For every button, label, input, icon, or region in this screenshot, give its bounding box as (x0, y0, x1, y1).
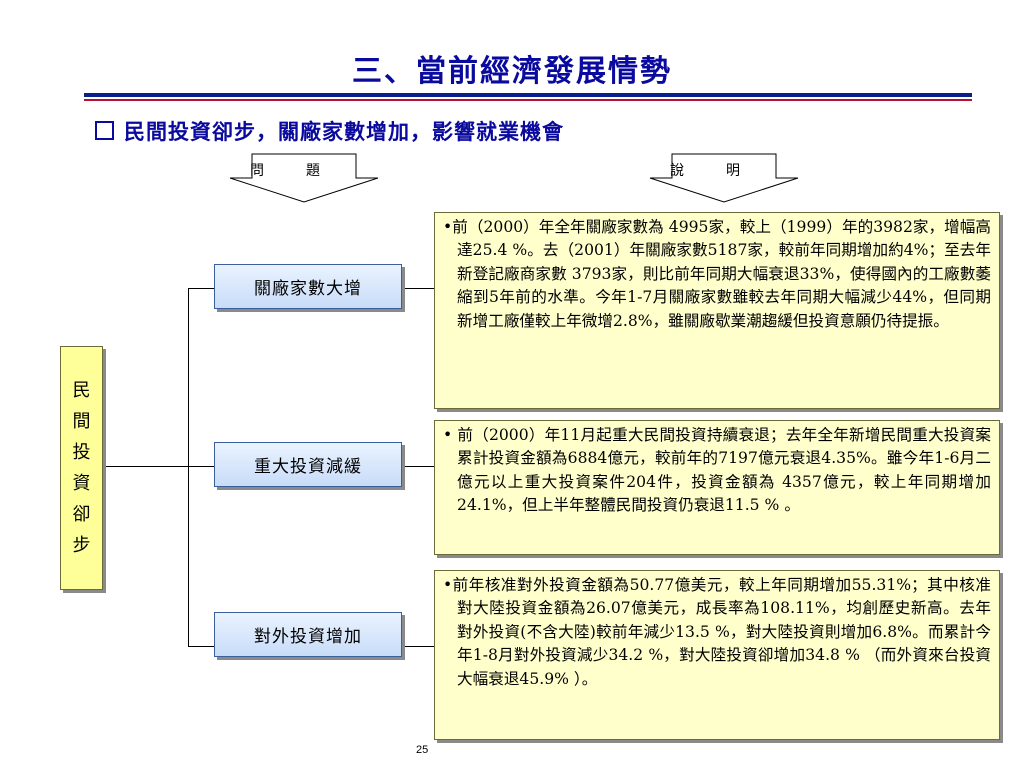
title-rule-thick (84, 93, 972, 97)
category-box-major-investment: 重大投資減緩 (214, 442, 402, 487)
description-box-outward-investment: •前年核准對外投資金額為50.77億美元，較上年同期增加55.31%；其中核准對… (434, 570, 1000, 740)
category-box-outward-investment: 對外投資增加 (214, 612, 402, 657)
checkbox-bullet-icon (95, 121, 114, 140)
side-label-box: 民 間 投 資 卻 步 (60, 346, 103, 590)
arrow-down-icon-explanation (649, 153, 799, 203)
connector-line (188, 288, 214, 289)
connector-line (402, 466, 434, 467)
title-rule-thin (84, 99, 972, 101)
description-text: • 前（2000）年11月起重大民間投資持續衰退；去年全年新增民間重大投資案累計… (443, 426, 991, 515)
connector-line (402, 288, 434, 289)
description-text: •前（2000）年全年關廠家數為 4995家，較上（1999）年的3982家，增… (443, 218, 991, 330)
side-label-char: 步 (72, 535, 91, 556)
description-box-major-investment: • 前（2000）年11月起重大民間投資持續衰退；去年全年新增民間重大投資案累計… (434, 420, 1000, 555)
arrow-label-explanation: 說 明 (670, 163, 740, 179)
connector-line (402, 646, 434, 647)
slide-subtitle: 民間投資卻步，關廠家數增加，影響就業機會 (95, 116, 564, 146)
side-label-char: 投 (72, 442, 91, 463)
side-label-char: 民 (72, 380, 91, 401)
subtitle-text: 民間投資卻步，關廠家數增加，影響就業機會 (124, 119, 564, 144)
connector-line (188, 288, 189, 647)
connector-line (188, 466, 214, 467)
connector-line (188, 646, 214, 647)
arrow-down-icon-problem (229, 153, 379, 203)
side-label-char: 間 (72, 411, 91, 432)
connector-line (103, 466, 189, 467)
page-number: 25 (416, 744, 429, 756)
side-label-char: 卻 (72, 504, 91, 525)
slide-title: 三、當前經濟發展情勢 (352, 54, 672, 89)
category-box-plant-closures: 關廠家數大增 (214, 264, 402, 309)
arrow-label-problem: 問 題 (250, 163, 320, 179)
description-box-plant-closures: •前（2000）年全年關廠家數為 4995家，較上（1999）年的3982家，增… (434, 212, 1000, 409)
side-label-char: 資 (72, 473, 91, 494)
description-text: •前年核准對外投資金額為50.77億美元，較上年同期增加55.31%；其中核准對… (443, 576, 991, 688)
